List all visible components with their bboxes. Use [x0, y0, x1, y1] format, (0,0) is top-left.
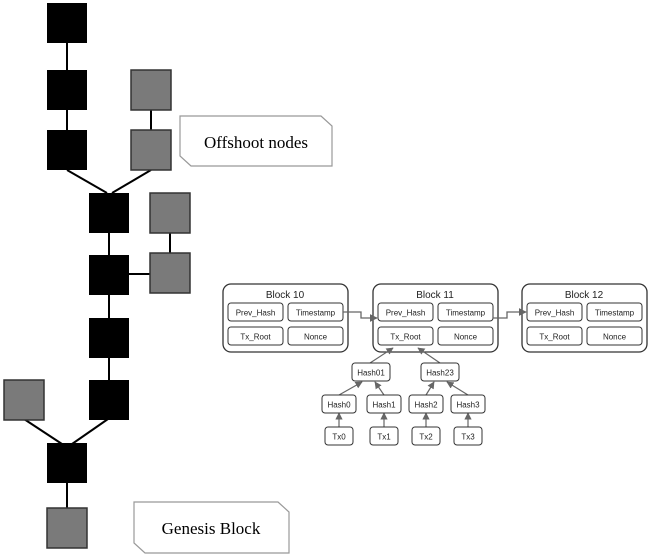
merkle-node-hash01: Hash01 [357, 369, 385, 378]
main-chain-block [47, 130, 87, 170]
merkle-node-hash1: Hash1 [372, 401, 396, 410]
block-field-nonce: Nonce [304, 333, 328, 342]
merkle-arrow [338, 381, 363, 396]
merkle-leaf-tx3: Tx3 [461, 433, 475, 442]
main-chain-block [47, 443, 87, 483]
merkle-leaf-tx2: Tx2 [419, 433, 433, 442]
block-field-prev-hash: Prev_Hash [386, 309, 426, 318]
block-field-prev-hash: Prev_Hash [236, 309, 276, 318]
main-chain-block [47, 70, 87, 110]
chain-edge [111, 169, 152, 194]
merkle-arrow [425, 381, 435, 396]
merkle-arrows [335, 347, 472, 427]
block-field-tx-root: Tx_Root [539, 333, 570, 342]
genesis-callout-label: Genesis Block [162, 519, 261, 538]
main-chain-block [89, 255, 129, 295]
genesis-callout: Genesis Block [133, 501, 290, 554]
main-chain-block [89, 193, 129, 233]
chain-edge [66, 169, 108, 194]
merkle-tree: Hash01 Hash23 Hash0 Hash1 Hash2 Hash3 Tx… [321, 362, 486, 446]
merkle-leaf-tx1: Tx1 [377, 433, 391, 442]
main-chain-block [89, 380, 129, 420]
main-chain-block [89, 318, 129, 358]
offshoot-block [130, 129, 172, 171]
block-field-nonce: Nonce [454, 333, 478, 342]
block-link-arrow [343, 311, 378, 322]
offshoot-block [149, 192, 191, 234]
block-links [343, 308, 527, 322]
block-field-timestamp: Timestamp [595, 309, 635, 318]
offshoot-callout: Offshoot nodes [179, 115, 333, 167]
merkle-arrow [369, 347, 394, 364]
block-field-timestamp: Timestamp [446, 309, 486, 318]
block-11: Block 11 Prev_Hash Timestamp Tx_Root Non… [372, 283, 499, 353]
merkle-node-hash0: Hash0 [327, 401, 351, 410]
merkle-node-hash3: Hash3 [456, 401, 480, 410]
merkle-node-hash2: Hash2 [414, 401, 438, 410]
offshoot-block [46, 507, 88, 549]
merkle-leaf-tx0: Tx0 [332, 433, 346, 442]
block-field-prev-hash: Prev_Hash [535, 309, 575, 318]
main-chain-block [47, 3, 87, 43]
merkle-arrow [417, 347, 441, 364]
merkle-arrow [446, 381, 469, 396]
block-link-arrow [493, 308, 527, 319]
block-12: Block 12 Prev_Hash Timestamp Tx_Root Non… [521, 283, 648, 353]
block-field-tx-root: Tx_Root [390, 333, 421, 342]
merkle-node-hash23: Hash23 [426, 369, 454, 378]
block-title: Block 10 [266, 290, 305, 301]
block-title: Block 11 [416, 290, 454, 301]
block-field-timestamp: Timestamp [296, 309, 336, 318]
chain-edge [23, 418, 63, 445]
block-10: Block 10 Prev_Hash Timestamp Tx_Root Non… [222, 283, 349, 353]
block-field-tx-root: Tx_Root [240, 333, 271, 342]
offshoot-block [149, 252, 191, 294]
chain-nodes [3, 3, 191, 549]
offshoot-block [3, 379, 45, 421]
chain-edges [23, 42, 171, 508]
merkle-arrow [374, 381, 385, 396]
offshoot-callout-label: Offshoot nodes [204, 133, 308, 152]
block-title: Block 12 [565, 290, 604, 301]
chain-edge [71, 418, 109, 445]
block-field-nonce: Nonce [603, 333, 627, 342]
offshoot-block [130, 69, 172, 111]
